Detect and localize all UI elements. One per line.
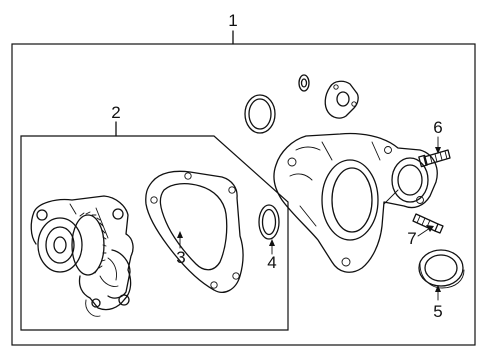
- stud-6: [418, 149, 451, 168]
- callout-2: 2: [111, 103, 121, 122]
- arrow-5: [435, 285, 441, 292]
- arrow-7: [426, 225, 434, 232]
- seal: [418, 249, 465, 289]
- callout-1: 1: [228, 11, 238, 30]
- pump-subassembly-frame: [20, 135, 289, 331]
- arrow-6: [435, 147, 441, 154]
- gasket: [145, 170, 244, 293]
- flange-plate: [324, 80, 359, 119]
- upper-o-ring: [244, 94, 276, 134]
- pump-housing: [273, 132, 438, 273]
- callout-7: 7: [407, 229, 417, 248]
- arrow-4: [269, 239, 275, 246]
- arrow-3: [177, 231, 183, 238]
- callout-6: 6: [433, 118, 443, 137]
- callout-3: 3: [176, 248, 186, 267]
- assembly-frame: [11, 43, 476, 346]
- callout-5: 5: [433, 302, 443, 321]
- o-ring: [258, 204, 280, 240]
- water-pump: [30, 195, 134, 317]
- small-washer: [298, 74, 310, 92]
- leader-7: [417, 227, 431, 237]
- callout-4: 4: [267, 253, 277, 272]
